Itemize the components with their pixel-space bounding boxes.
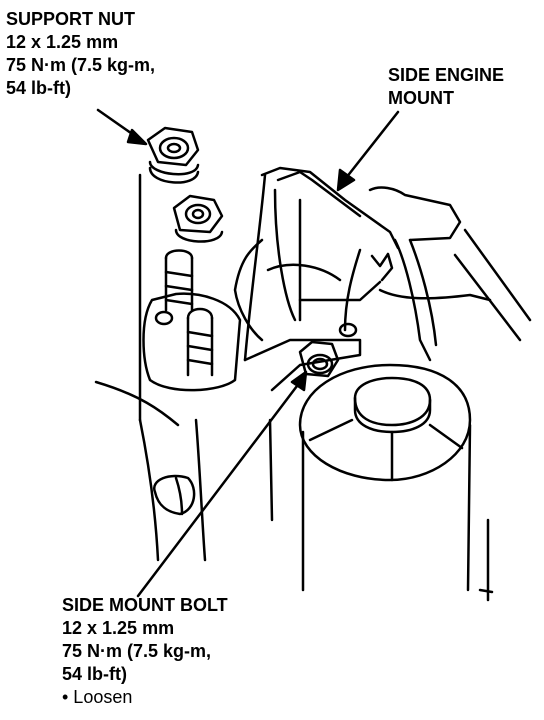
side-engine-mount-line-1: SIDE ENGINE xyxy=(388,65,505,85)
side-mount-bolt-note: • Loosen xyxy=(62,687,133,707)
side-engine-mount-label: SIDE ENGINE MOUNT xyxy=(388,64,504,110)
support-nut-line-4: 54 lb-ft) xyxy=(6,78,71,98)
side-engine-mount-line-2: MOUNT xyxy=(388,88,454,108)
leader-side-mount-bolt xyxy=(136,370,308,598)
mount-bracket xyxy=(142,249,242,516)
support-nut-line-1: SUPPORT NUT xyxy=(6,9,136,29)
support-nut-label: SUPPORT NUT 12 x 1.25 mm 75 N·m (7.5 kg-… xyxy=(6,8,155,100)
leader-side-engine-mount xyxy=(336,110,400,192)
side-mount-bolt-label: SIDE MOUNT BOLT 12 x 1.25 mm 75 N·m (7.5… xyxy=(62,594,228,709)
frame-rail xyxy=(94,173,267,562)
side-mount-bolt-line-2: 12 x 1.25 mm xyxy=(62,618,175,638)
leader-support-nut xyxy=(96,108,148,146)
support-nut-lower xyxy=(172,194,224,243)
side-engine-mount xyxy=(233,166,532,392)
side-mount-bolt-line-4: 54 lb-ft) xyxy=(62,664,127,684)
side-mount-bolt-line-3: 75 N·m (7.5 kg-m, xyxy=(62,641,212,661)
side-mount-bolt-line-1: SIDE MOUNT BOLT xyxy=(62,595,228,615)
support-nut-line-3: 75 N·m (7.5 kg-m, xyxy=(6,55,156,75)
support-nut-line-2: 12 x 1.25 mm xyxy=(6,32,119,52)
filter-canister xyxy=(268,363,494,602)
support-nut-upper xyxy=(146,126,200,184)
